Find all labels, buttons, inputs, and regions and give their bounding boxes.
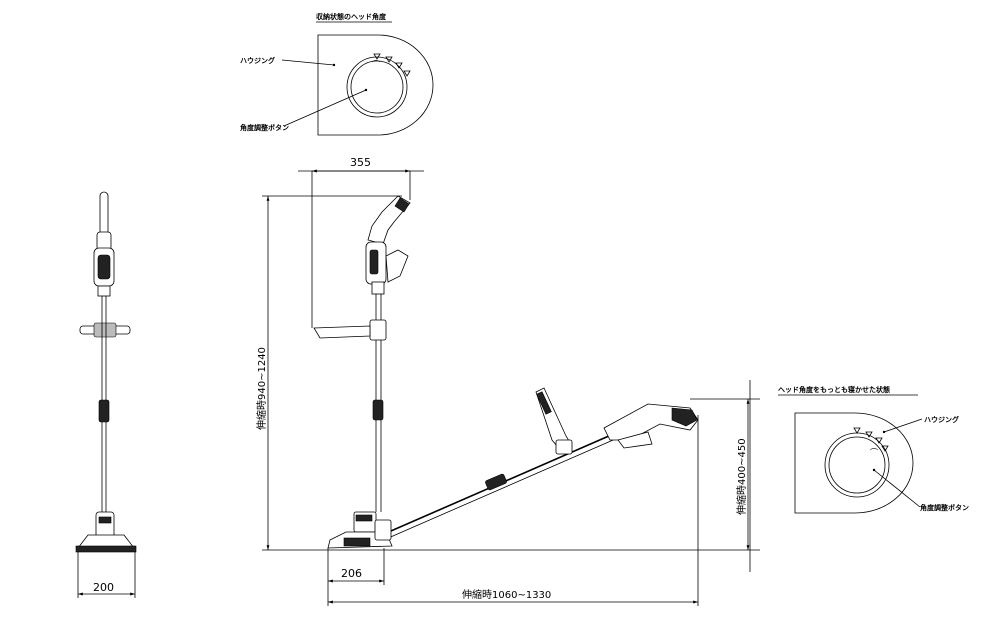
angle-marker-icon (403, 70, 411, 77)
dimension-length-extended: 伸縮時1060~1330 (328, 415, 699, 606)
angle-button-label: 角度調整ボタン (920, 503, 969, 512)
inset-stored-head-angle: 収納状態のヘッド角度 ⌒ ハウジング 角度調整ボタン (240, 12, 434, 136)
angle-marker-icon (881, 445, 889, 452)
dimension-height-stored: 伸縮時940~1240 (255, 195, 760, 551)
housing-outline (317, 34, 434, 136)
lock-icon: ⌒ (870, 448, 878, 457)
dimension-front-width: 200 (77, 552, 136, 598)
housing-label: ハウジング (924, 415, 959, 424)
dimension-handle-offset: 355 (298, 156, 424, 328)
front-view-trimmer (75, 191, 137, 553)
dimension-head-depth: 206 (327, 548, 385, 606)
housing-outline (794, 412, 914, 514)
angle-marker-icon (373, 53, 381, 60)
angle-marker-icon (385, 56, 393, 63)
housing-label: ハウジング (240, 56, 275, 65)
angle-marker-icon (853, 427, 861, 434)
side-view-stored-trimmer (313, 195, 411, 549)
dimension-label: 伸縮時940~1240 (255, 347, 268, 430)
angle-button-label: 角度調整ボタン (240, 123, 289, 132)
dimension-label: 伸縮時400~450 (735, 438, 748, 515)
dimension-label: 355 (350, 156, 371, 169)
angle-marker-icon (395, 62, 403, 69)
inset-title: 収納状態のヘッド角度 (316, 12, 387, 21)
dimension-height-angled: 伸縮時400~450 (690, 380, 760, 572)
inset-angled-head: ヘッド角度をもっとも寝かせた状態 ⌒ ハウジング 角度調整ボタン (778, 385, 969, 514)
lock-icon: ⌒ (372, 60, 380, 69)
dimension-label: 200 (93, 581, 114, 594)
side-view-extended-trimmer (374, 387, 699, 541)
angle-marker-icon (875, 437, 883, 444)
dimension-label: 伸縮時1060~1330 (462, 588, 551, 601)
dimension-label: 206 (341, 567, 362, 580)
angle-adjust-button[interactable] (346, 56, 408, 118)
inset-title: ヘッド角度をもっとも寝かせた状態 (778, 385, 890, 394)
angle-marker-icon (865, 431, 873, 438)
